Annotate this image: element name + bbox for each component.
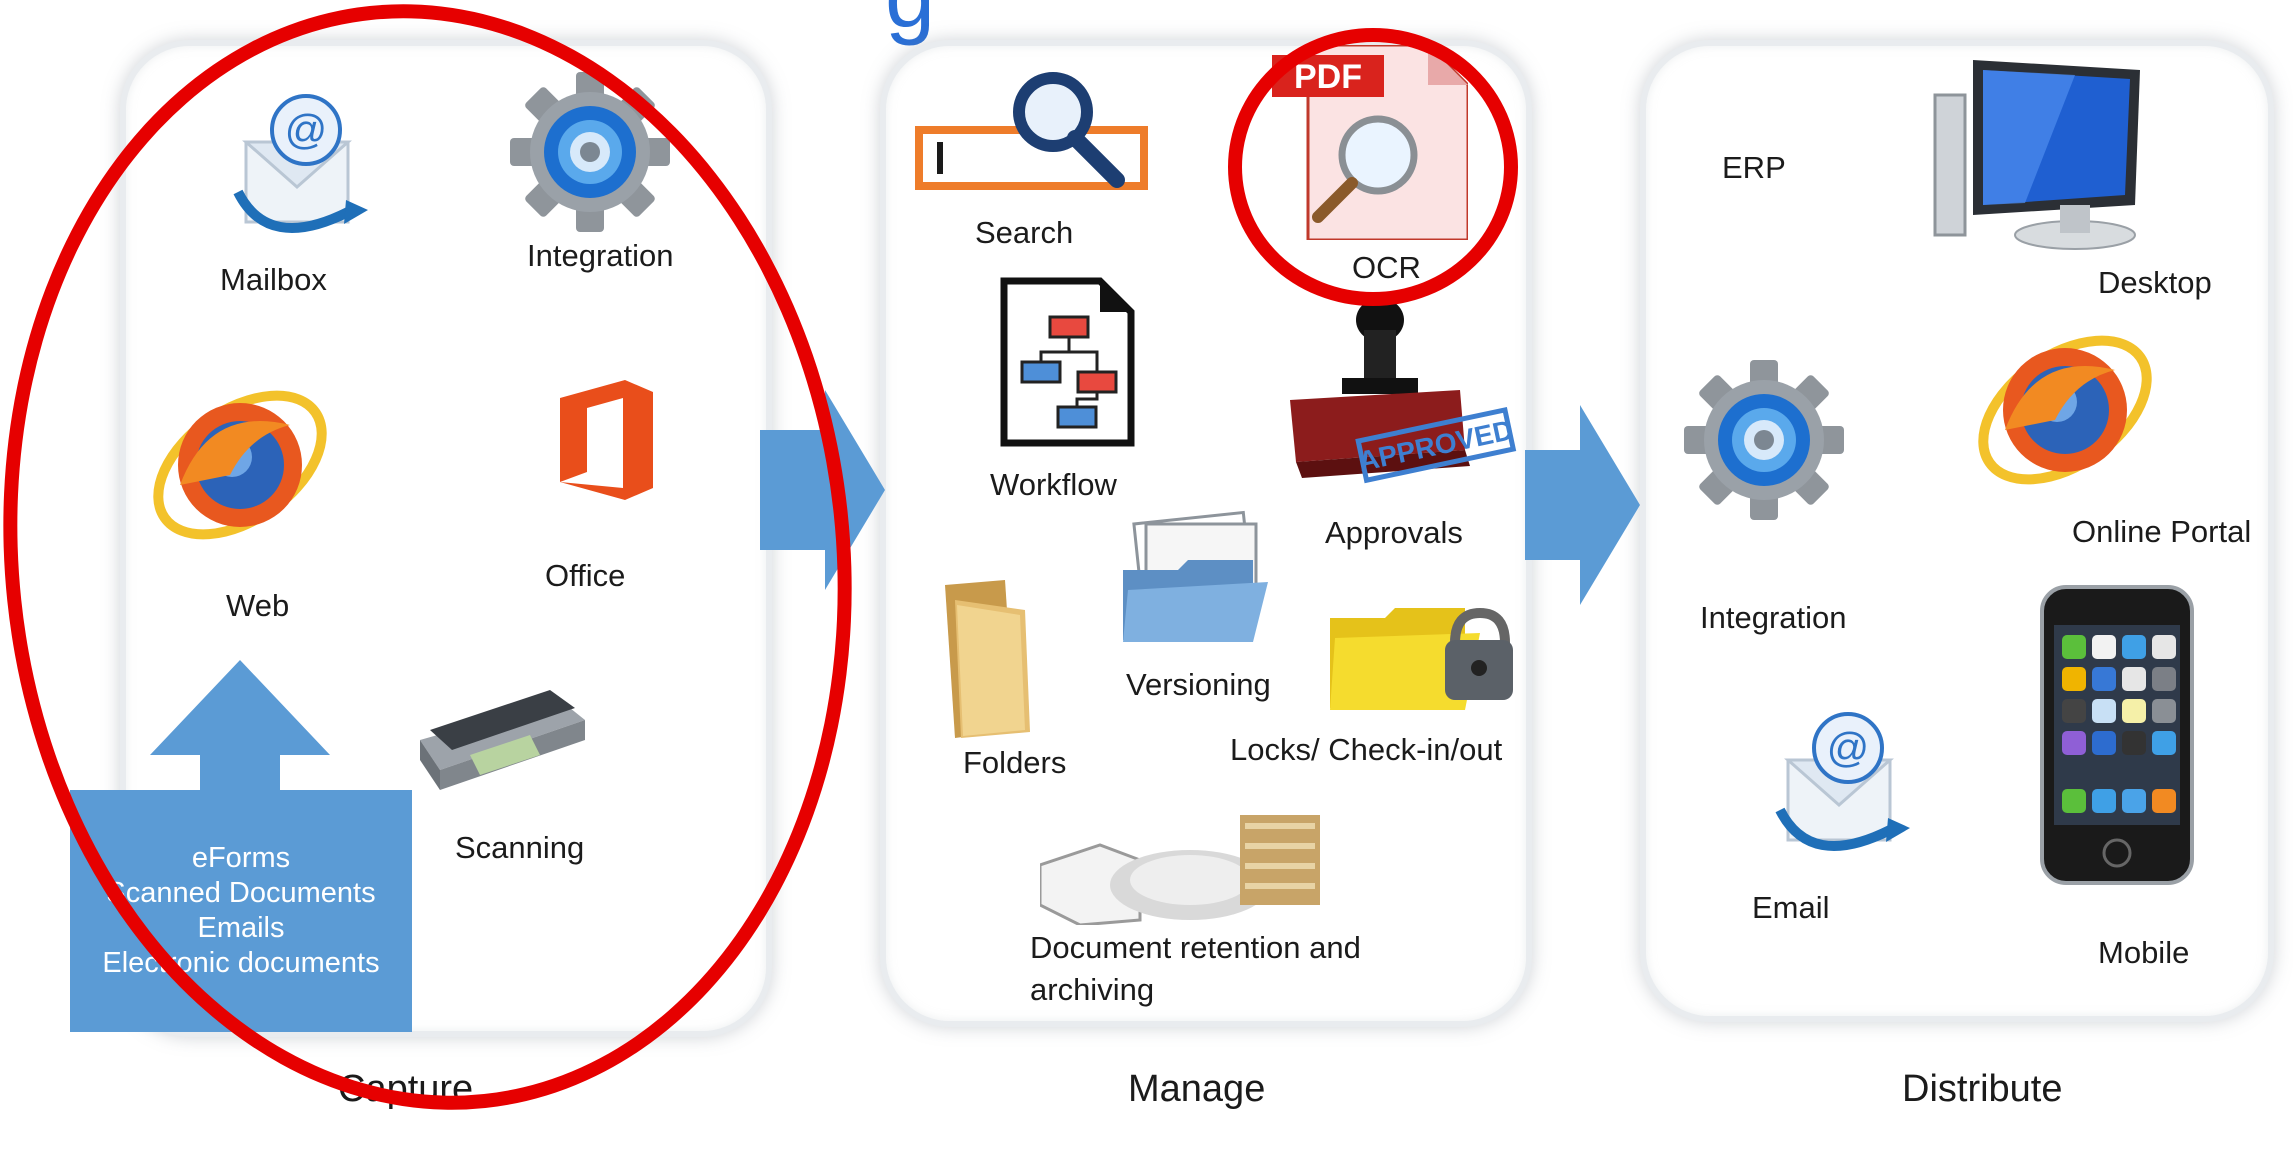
- office-label: Office: [545, 558, 626, 593]
- svg-text:@: @: [1827, 724, 1870, 771]
- flow-arrow-icon: [1525, 405, 1640, 605]
- source-item: Scanned Documents: [106, 877, 376, 910]
- approved-stamp-icon: APPROVED: [1290, 298, 1517, 484]
- versioning-label: Versioning: [1126, 667, 1271, 702]
- capture-caption: Capture: [338, 1068, 474, 1110]
- workflow-icon: [1000, 277, 1135, 447]
- up-arrow-icon: [150, 660, 330, 795]
- desktop-computer-icon: [1933, 60, 2140, 250]
- source-item: Electronic documents: [102, 946, 380, 979]
- distribute-caption: Distribute: [1902, 1068, 2063, 1110]
- retention-label-line1: Document retention and: [1030, 930, 1361, 965]
- workflow-label: Workflow: [990, 467, 1117, 502]
- mailbox-label: Mailbox: [220, 262, 327, 297]
- office-icon: [560, 380, 653, 500]
- svg-text:@: @: [285, 106, 328, 153]
- browser-globe-icon: [1978, 335, 2152, 485]
- mobile-label: Mobile: [2098, 935, 2190, 970]
- web-label: Web: [226, 588, 290, 623]
- erp-label: ERP: [1722, 150, 1786, 185]
- mobile-phone-icon: [2040, 585, 2194, 885]
- online-portal-label: Online Portal: [2072, 514, 2252, 549]
- archive-box-icon: [1040, 815, 1320, 925]
- scanner-icon: [420, 690, 585, 790]
- retention-label-line2: archiving: [1030, 972, 1155, 1007]
- scanning-label: Scanning: [455, 830, 585, 865]
- ocr-highlight-ring: [1228, 28, 1518, 306]
- integration-label: Integration: [1700, 600, 1847, 635]
- search-icon: [915, 72, 1148, 190]
- gear-icon: [1684, 360, 1844, 520]
- approvals-label: Approvals: [1325, 515, 1463, 550]
- flow-arrow-icon: [760, 390, 885, 590]
- folders-label: Folders: [963, 745, 1067, 780]
- manage-caption: Manage: [1128, 1068, 1266, 1110]
- title-fragment: g: [885, 0, 935, 42]
- desktop-label: Desktop: [2098, 265, 2212, 300]
- versioning-folder-icon: [1123, 510, 1268, 642]
- search-label: Search: [975, 215, 1074, 250]
- email-label: Email: [1752, 890, 1830, 925]
- locks-label: Locks/ Check-in/out: [1230, 732, 1503, 767]
- gear-icon: [510, 72, 670, 232]
- folder-icon: [945, 580, 1030, 738]
- integration-label: Integration: [527, 238, 674, 273]
- capture-sources-box: eForms Scanned Documents Emails Electron…: [70, 790, 412, 1032]
- source-item: Emails: [197, 912, 285, 944]
- email-icon: @: [1775, 712, 1910, 851]
- browser-globe-icon: [153, 390, 327, 540]
- source-item: eForms: [191, 842, 291, 875]
- lock-folder-icon: [1330, 607, 1513, 710]
- mailbox-icon: @: [233, 94, 368, 233]
